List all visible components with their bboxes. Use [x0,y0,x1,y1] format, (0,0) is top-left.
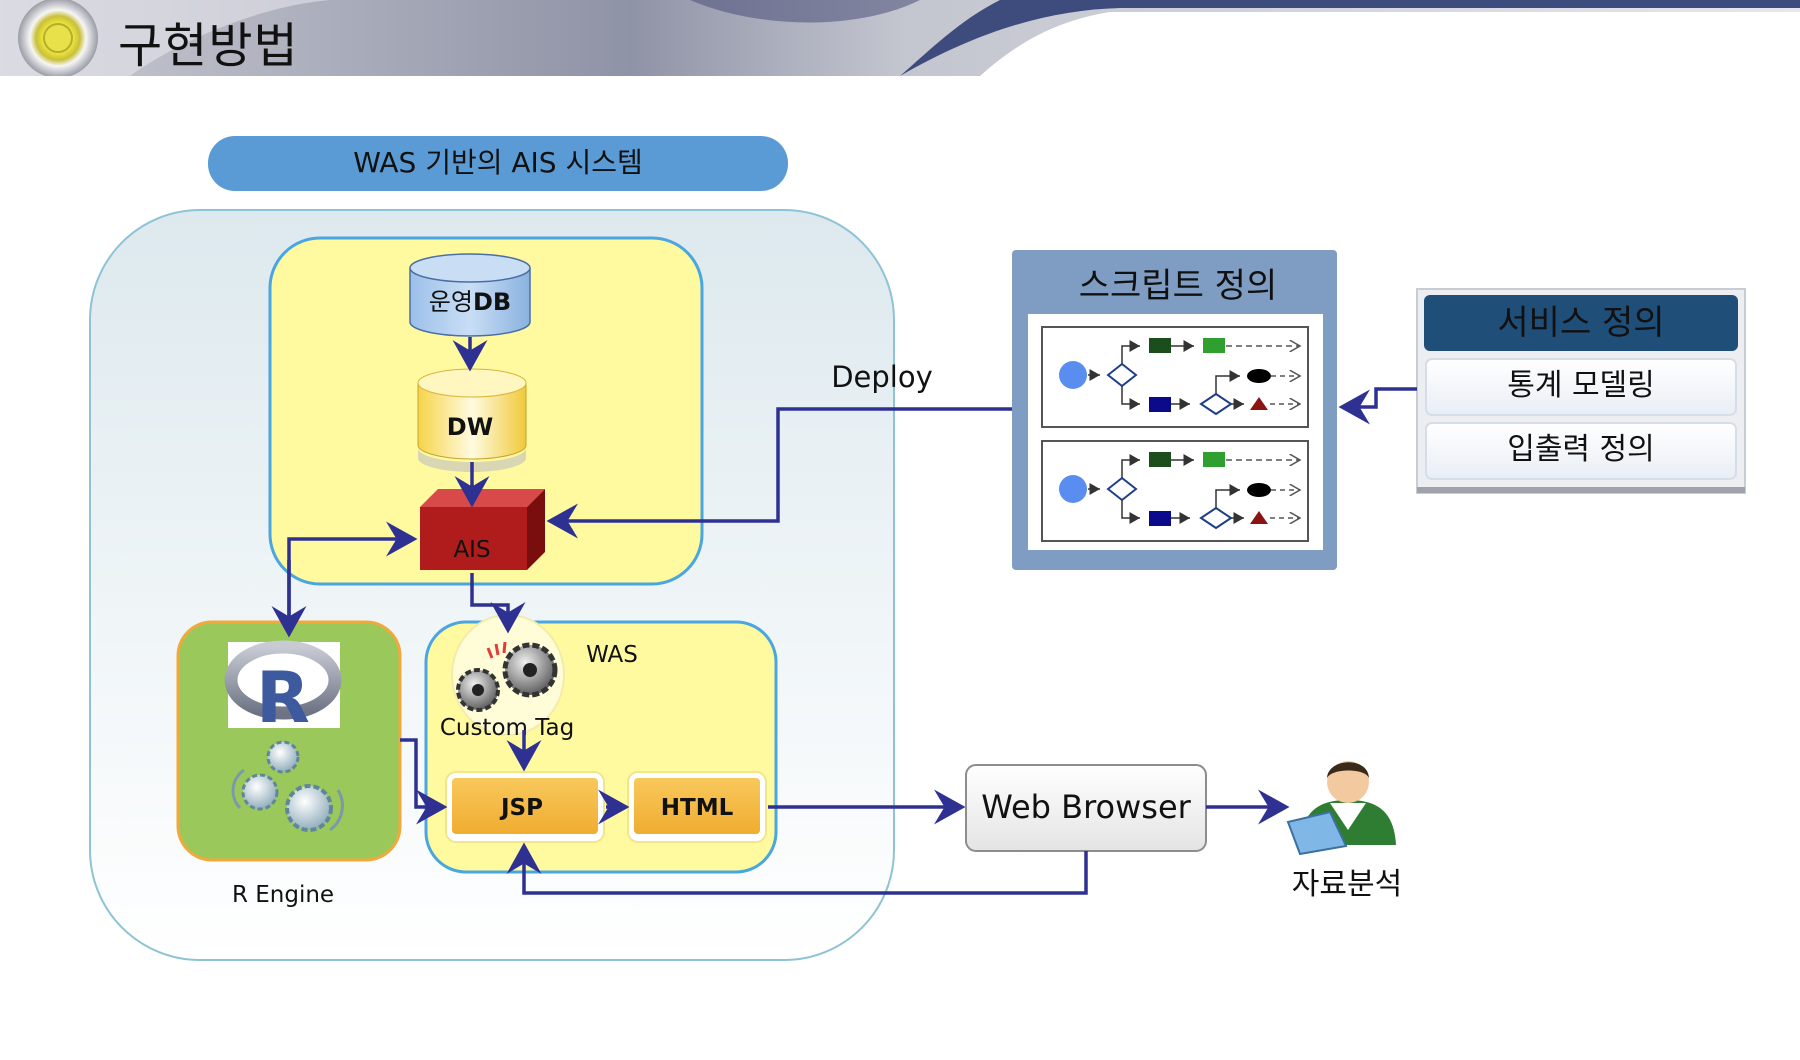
service-panel-title: 서비스 정의 [1497,303,1664,343]
arrow-script-deploy-to-ais [546,407,1012,539]
deploy-label: Deploy [831,360,933,394]
service-item-stat-modeling-label: 통계 모델링 [1507,368,1655,403]
custom-tag-label: Custom Tag [440,715,574,741]
r-engine-label: R Engine [232,882,334,908]
workflow-diagram-2 [1041,440,1309,542]
web-browser-label: Web Browser [981,788,1191,826]
page-title: 구현방법 [118,18,299,74]
was-label: WAS [586,642,638,668]
header-bar [0,0,1800,76]
operational-db-cylinder: 운영DB [409,253,531,337]
ais-cube: AIS [420,489,545,570]
system-title: WAS 기반의 AIS 시스템 [353,146,643,179]
service-item-io-definition-label: 입출력 정의 [1507,432,1655,467]
arrow-browser-to-jsp [506,842,1088,895]
db-label-en: DB [473,288,511,316]
custom-tag-gears-icon [456,641,558,712]
arrow-service-to-script [1338,387,1417,425]
workflow-diagram-1 [1041,326,1309,428]
svg-text:운영DB: 운영DB [429,288,511,316]
service-panel-header [1424,295,1738,351]
r-logo-letter: R [256,657,310,739]
dw-cylinder: DW [417,368,527,472]
user-label: 자료분석 [1292,867,1402,902]
html-label: HTML [661,795,734,821]
r-engine-gears-icon [231,740,344,832]
arrow-ais-to-custom-tag [470,573,526,634]
arrow-r-engine-to-jsp [400,738,448,825]
db-label-ko: 운영 [429,288,473,316]
service-item-stat-modeling[interactable] [1425,358,1737,416]
ais-label: AIS [453,537,490,563]
system-title-pill [208,136,788,191]
r-logo-icon: R [224,640,342,739]
jsp-label: JSP [499,795,543,821]
service-item-io-definition[interactable] [1425,422,1737,480]
script-panel-title: 스크립트 정의 [1079,266,1278,306]
user-analyst-icon [1286,761,1396,856]
dw-label: DW [447,413,493,441]
